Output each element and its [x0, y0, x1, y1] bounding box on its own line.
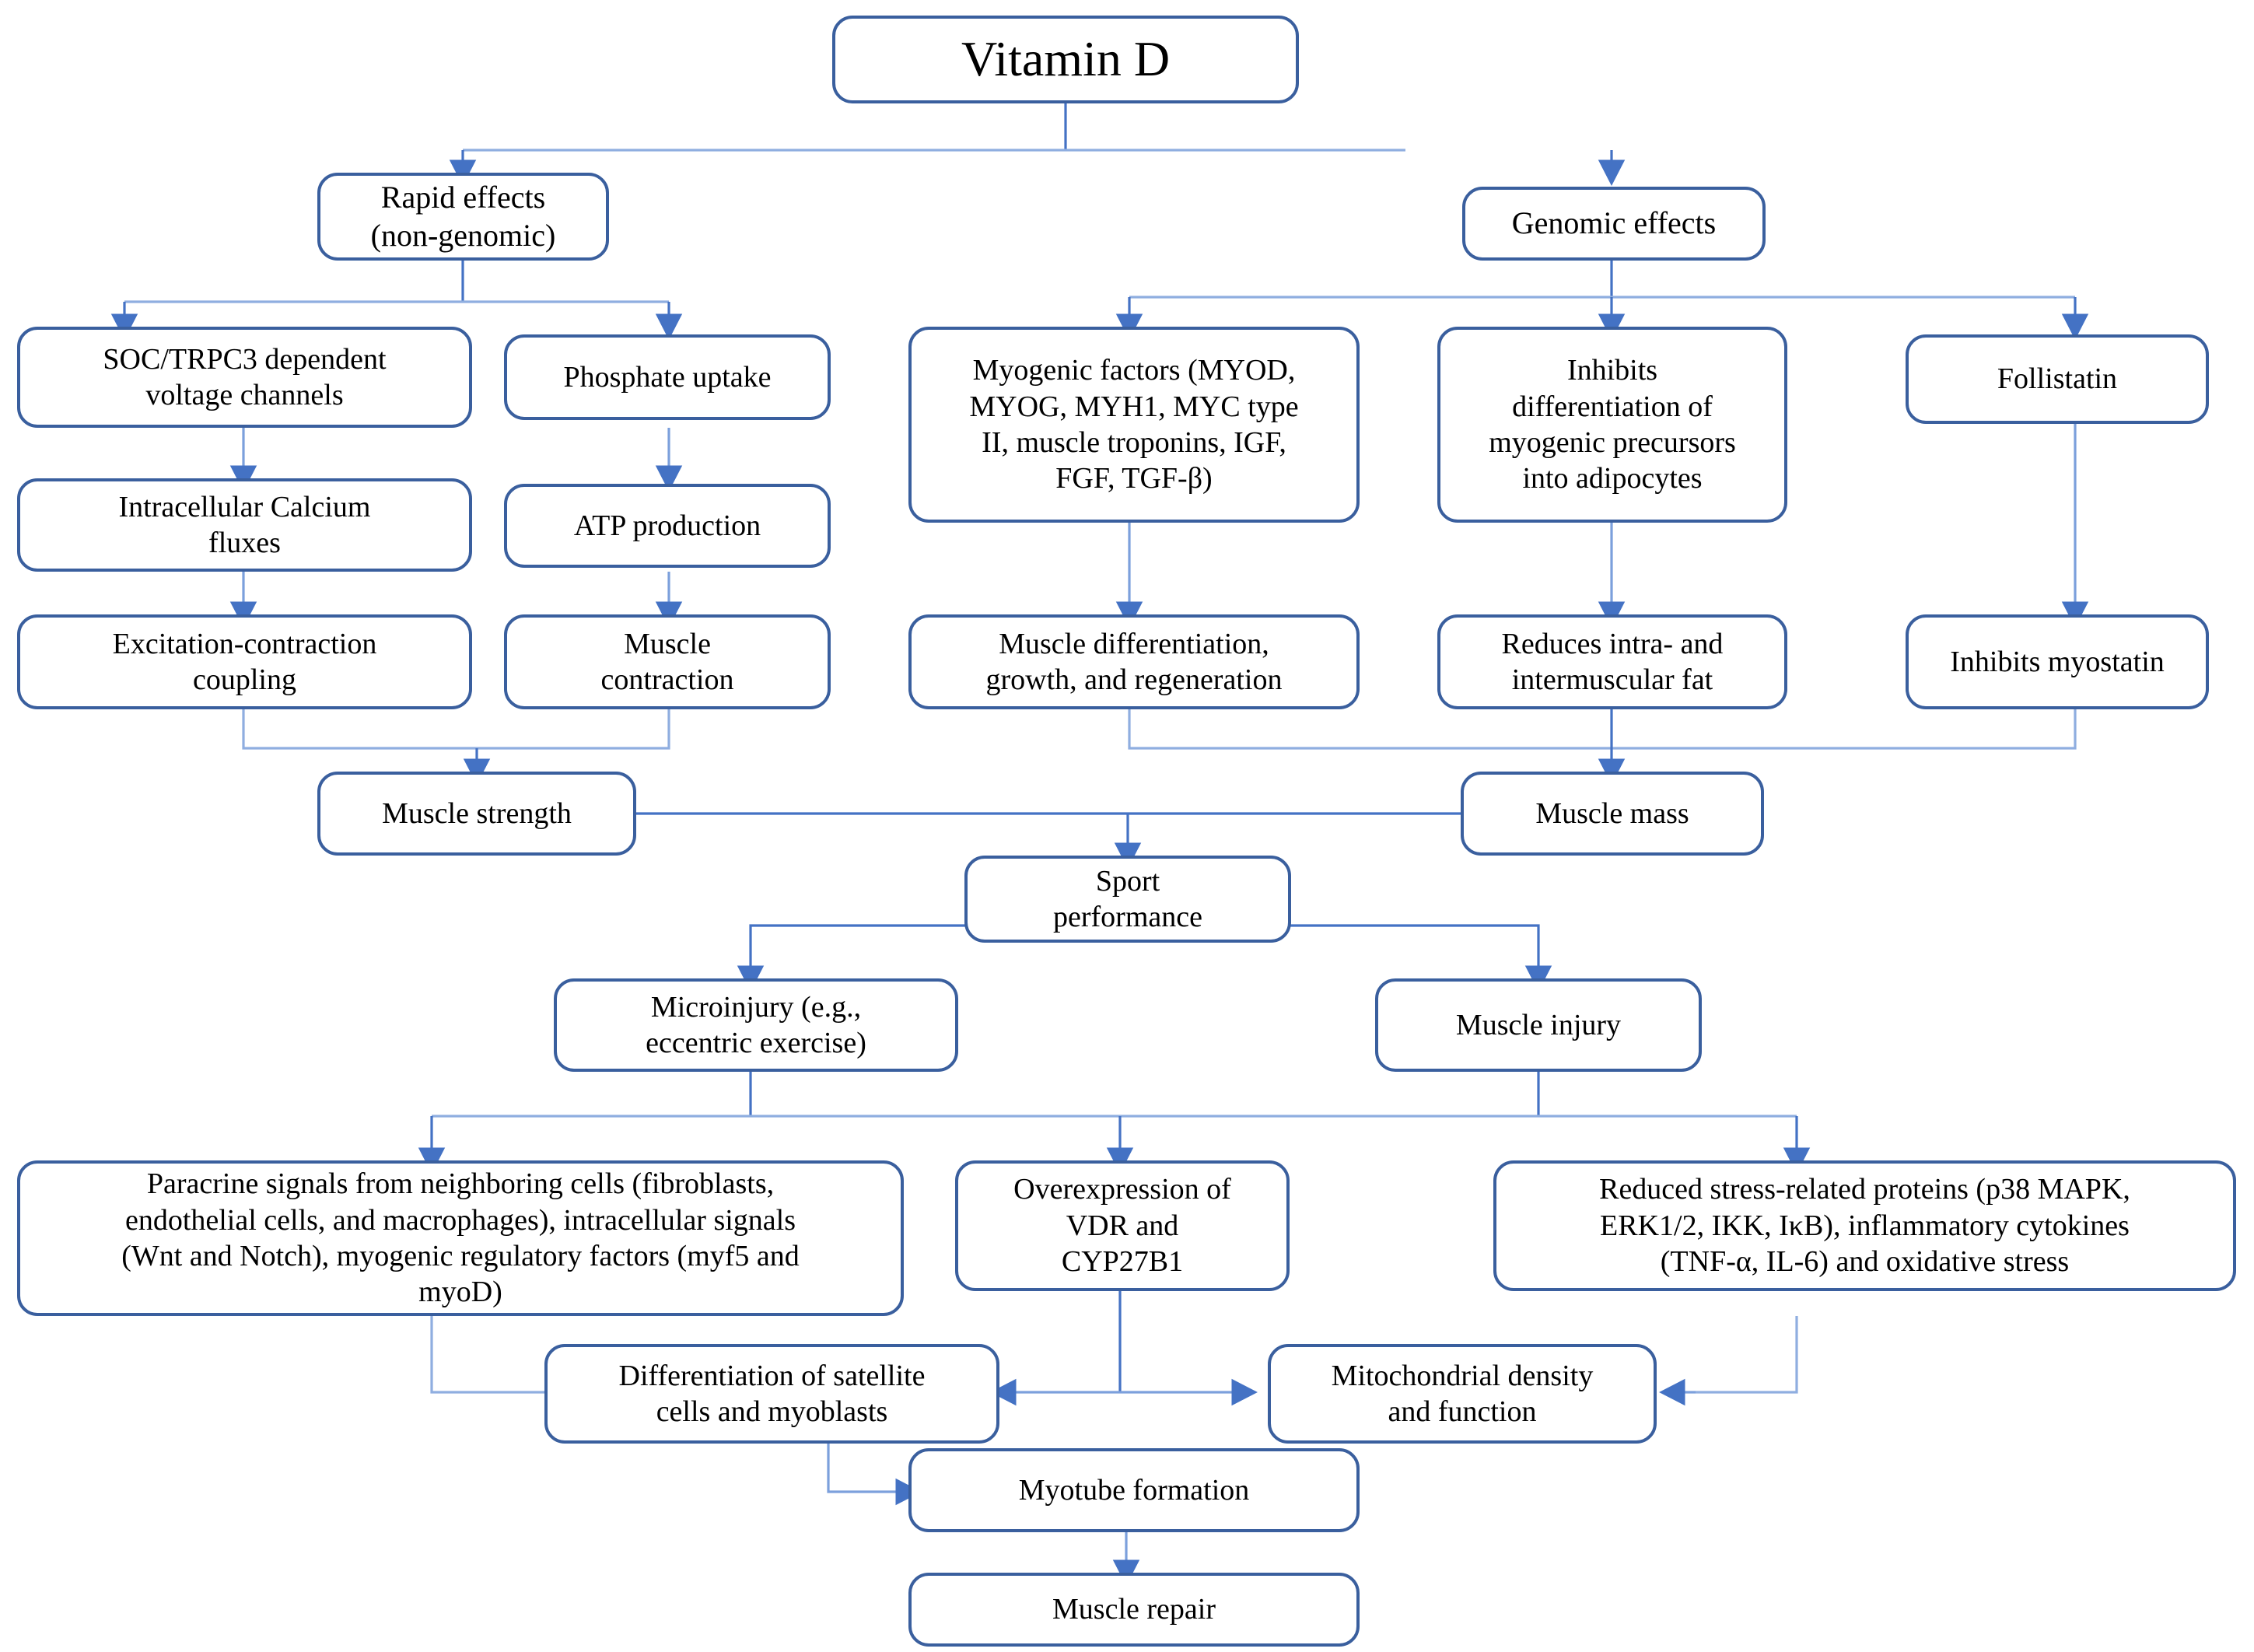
node-microinjury[interactable]: Microinjury (e.g., eccentric exercise) [554, 978, 958, 1072]
node-muscle-repair[interactable]: Muscle repair [908, 1573, 1360, 1647]
node-reduces-fat[interactable]: Reduces intra- and intermuscular fat [1437, 614, 1787, 709]
node-satellite-cells-label: Differentiation of satellite cells and m… [618, 1359, 926, 1428]
node-atp-production[interactable]: ATP production [504, 484, 831, 568]
node-sport-performance[interactable]: Sport performance [964, 856, 1291, 943]
node-mitochondrial-density-label: Mitochondrial density and function [1331, 1359, 1594, 1428]
node-myotube-formation-label: Myotube formation [1018, 1473, 1250, 1507]
node-rapid-effects-label: Rapid effects (non-genomic) [370, 179, 556, 253]
node-vitamin-d-label: Vitamin D [961, 31, 1171, 87]
node-follistatin[interactable]: Follistatin [1906, 334, 2209, 424]
node-rapid-effects[interactable]: Rapid effects (non-genomic) [317, 173, 609, 261]
node-soc-trpc3-label: SOC/TRPC3 dependent voltage channels [103, 342, 387, 411]
node-muscle-repair-label: Muscle repair [1052, 1593, 1216, 1626]
node-excitation-coupling-label: Excitation-contraction coupling [112, 627, 377, 696]
node-reduced-stress[interactable]: Reduced stress-related proteins (p38 MAP… [1493, 1160, 2236, 1291]
node-myotube-formation[interactable]: Myotube formation [908, 1448, 1360, 1532]
node-muscle-mass[interactable]: Muscle mass [1461, 772, 1764, 856]
node-reduces-fat-label: Reduces intra- and intermuscular fat [1501, 627, 1724, 696]
node-muscle-differentiation[interactable]: Muscle differentiation, growth, and rege… [908, 614, 1360, 709]
node-muscle-contraction[interactable]: Muscle contraction [504, 614, 831, 709]
node-inhibits-adipocytes-label: Inhibits differentiation of myogenic pre… [1489, 354, 1736, 495]
node-muscle-strength-label: Muscle strength [382, 796, 572, 830]
node-follistatin-label: Follistatin [1997, 362, 2118, 396]
node-calcium-fluxes[interactable]: Intracellular Calcium fluxes [17, 478, 472, 572]
node-satellite-cells[interactable]: Differentiation of satellite cells and m… [544, 1344, 999, 1444]
node-inhibits-myostatin-label: Inhibits myostatin [1950, 645, 2165, 678]
node-muscle-contraction-label: Muscle contraction [600, 627, 734, 696]
node-overexpression-vdr[interactable]: Overexpression of VDR and CYP27B1 [955, 1160, 1290, 1291]
node-atp-production-label: ATP production [573, 509, 761, 542]
node-muscle-differentiation-label: Muscle differentiation, growth, and rege… [985, 627, 1283, 696]
node-muscle-strength[interactable]: Muscle strength [317, 772, 636, 856]
node-myogenic-factors-label: Myogenic factors (MYOD, MYOG, MYH1, MYC … [969, 354, 1299, 495]
node-reduced-stress-label: Reduced stress-related proteins (p38 MAP… [1599, 1173, 2130, 1279]
node-muscle-mass-label: Muscle mass [1535, 796, 1689, 830]
node-mitochondrial-density[interactable]: Mitochondrial density and function [1268, 1344, 1657, 1444]
node-excitation-coupling[interactable]: Excitation-contraction coupling [17, 614, 472, 709]
node-phosphate-uptake[interactable]: Phosphate uptake [504, 334, 831, 420]
node-paracrine-signals-label: Paracrine signals from neighboring cells… [121, 1167, 800, 1309]
node-genomic-effects[interactable]: Genomic effects [1462, 187, 1766, 261]
node-paracrine-signals[interactable]: Paracrine signals from neighboring cells… [17, 1160, 904, 1316]
node-sport-performance-label: Sport performance [1053, 864, 1202, 933]
node-inhibits-adipocytes[interactable]: Inhibits differentiation of myogenic pre… [1437, 327, 1787, 523]
node-inhibits-myostatin[interactable]: Inhibits myostatin [1906, 614, 2209, 709]
node-vitamin-d[interactable]: Vitamin D [832, 16, 1299, 103]
node-soc-trpc3[interactable]: SOC/TRPC3 dependent voltage channels [17, 327, 472, 428]
node-muscle-injury[interactable]: Muscle injury [1375, 978, 1702, 1072]
node-muscle-injury-label: Muscle injury [1455, 1008, 1622, 1041]
node-phosphate-uptake-label: Phosphate uptake [563, 360, 772, 394]
node-myogenic-factors[interactable]: Myogenic factors (MYOD, MYOG, MYH1, MYC … [908, 327, 1360, 523]
node-overexpression-vdr-label: Overexpression of VDR and CYP27B1 [1013, 1173, 1231, 1279]
node-microinjury-label: Microinjury (e.g., eccentric exercise) [646, 990, 866, 1059]
node-calcium-fluxes-label: Intracellular Calcium fluxes [118, 490, 371, 559]
node-genomic-effects-label: Genomic effects [1511, 205, 1717, 241]
